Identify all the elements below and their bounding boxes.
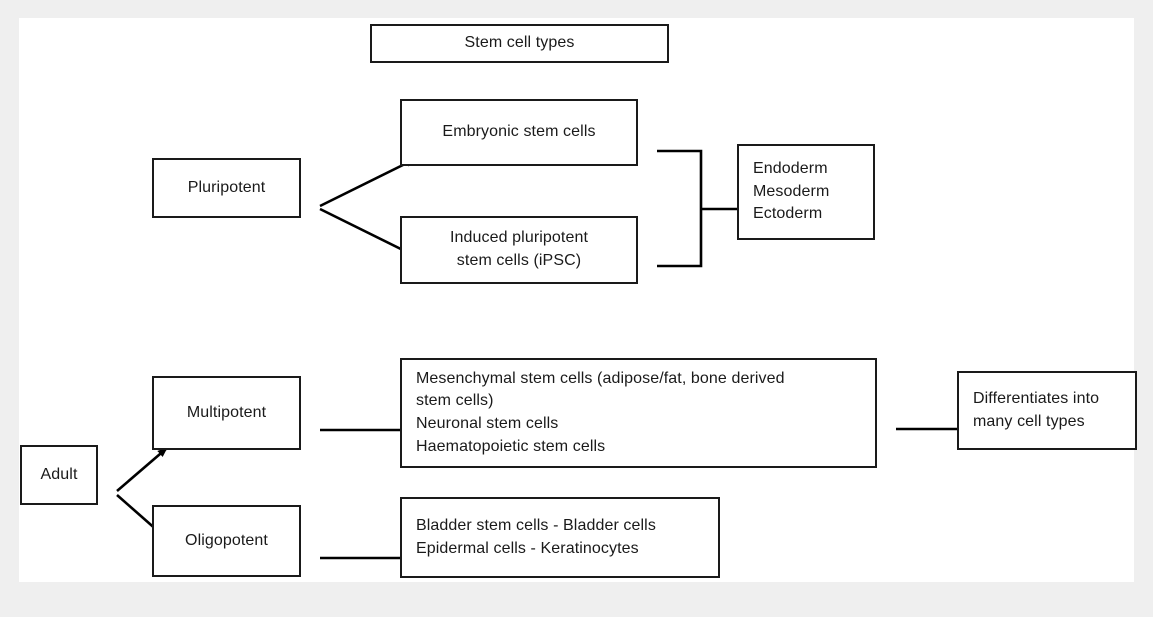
node-embryonic-stem-cells: Embryonic stem cells [400,99,638,166]
node-germ-layers: Endoderm Mesoderm Ectoderm [737,144,875,240]
node-adult: Adult [20,445,98,505]
node-embryonic-stem-cells-label: Embryonic stem cells [442,123,596,141]
node-germ-layers-label: Endoderm Mesoderm Ectoderm [753,159,830,223]
node-oligopotent-label: Oligopotent [185,531,268,549]
node-differentiates-label: Differentiates into many cell types [973,389,1100,430]
edge-bracket-germlayers [657,149,703,268]
node-induced-pluripotent-stem-cells: Induced pluripotent stem cells (iPSC) [400,216,638,284]
node-pluripotent-label: Pluripotent [187,178,266,196]
node-oligopotent-examples-label: Bladder stem cells - Bladder cells Epide… [416,516,656,557]
node-differentiates-into-many-cell-types: Differentiates into many cell types [957,371,1137,450]
node-title-label: Stem cell types [464,34,575,52]
node-oligopotent: Oligopotent [152,505,301,577]
edge-adult-multipotent [116,447,168,492]
node-multipotent-examples: Mesenchymal stem cells (adipose/fat, bon… [400,358,877,468]
node-pluripotent: Pluripotent [152,158,301,218]
node-multipotent: Multipotent [152,376,301,450]
node-title-stem-cell-types: Stem cell types [370,24,669,63]
diagram-canvas: Stem cell types Pluripotent Embryonic st… [19,18,1137,582]
node-multipotent-examples-label: Mesenchymal stem cells (adipose/fat, bon… [416,369,785,455]
node-oligopotent-examples: Bladder stem cells - Bladder cells Epide… [400,497,720,578]
node-multipotent-label: Multipotent [186,403,267,421]
node-adult-label: Adult [40,465,78,483]
node-induced-pluripotent-stem-cells-label: Induced pluripotent stem cells (iPSC) [449,229,588,269]
edge-pluripotent-embryonic [319,157,416,208]
